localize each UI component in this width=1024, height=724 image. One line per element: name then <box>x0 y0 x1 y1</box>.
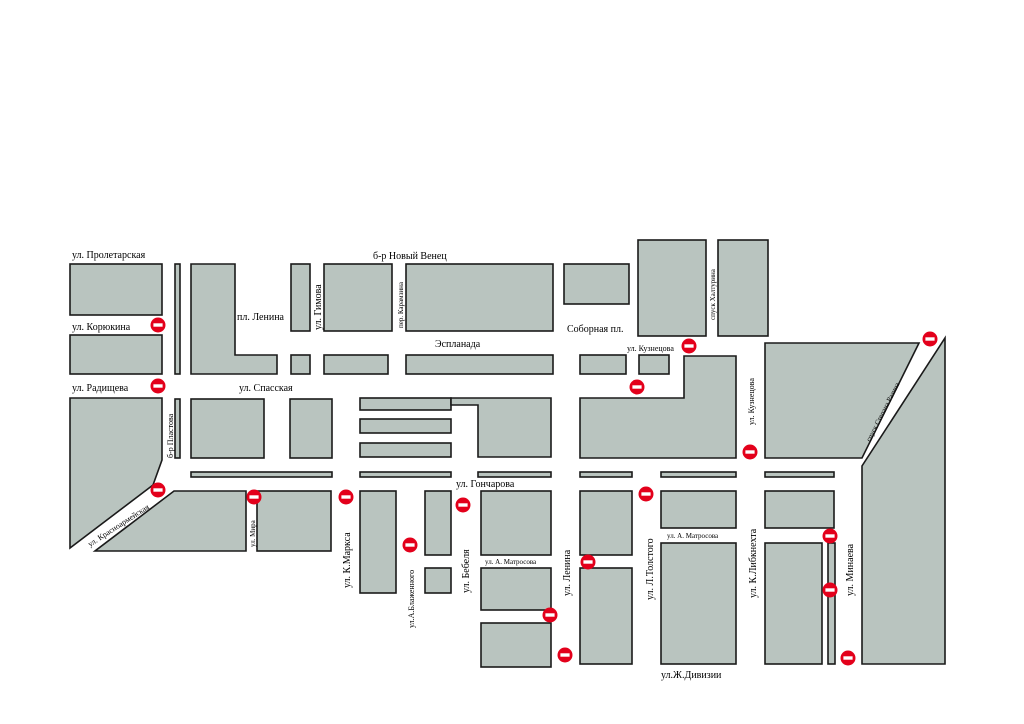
block <box>764 342 921 459</box>
block <box>637 239 707 337</box>
no-entry-sign-icon <box>742 444 758 460</box>
block <box>764 542 823 665</box>
block <box>638 354 670 375</box>
block <box>190 263 278 375</box>
street-label-kuznetsova-v: ул. Кузнецова <box>747 378 756 425</box>
block <box>323 354 389 375</box>
block <box>579 471 633 478</box>
block <box>660 490 737 529</box>
street-label-zh-divizii: ул.Ж.Дивизии <box>661 670 722 681</box>
block <box>764 490 835 529</box>
block <box>579 355 737 459</box>
block <box>359 490 397 594</box>
block <box>861 335 946 665</box>
no-entry-sign-icon <box>580 554 596 570</box>
street-label-novy-venets: б-р Новый Венец <box>373 251 447 262</box>
block <box>174 398 181 459</box>
block <box>190 471 333 478</box>
block <box>579 354 627 375</box>
no-entry-sign-icon <box>681 338 697 354</box>
block <box>174 263 181 375</box>
street-label-goncharova: ул. Гончарова <box>456 479 515 490</box>
street-label-spasskaya: ул. Спасская <box>239 383 293 394</box>
block <box>289 398 333 459</box>
street-label-sobornaya: Соборная пл. <box>567 324 624 335</box>
block <box>190 398 265 459</box>
street-label-pl-lenina: пл. Ленина <box>237 312 285 323</box>
no-entry-sign-icon <box>150 317 166 333</box>
block <box>69 263 163 316</box>
block <box>424 567 452 594</box>
block <box>450 397 552 458</box>
street-label-mira: ул. Мира <box>249 519 257 547</box>
street-label-l-tolstogo: ул. Л.Толстого <box>645 538 656 600</box>
no-entry-sign-icon <box>402 537 418 553</box>
block <box>92 490 247 552</box>
street-label-spusk-khalturina: спуск Халтурина <box>709 268 717 320</box>
no-entry-sign-icon <box>150 482 166 498</box>
block <box>323 263 393 332</box>
block <box>477 471 552 478</box>
block <box>69 397 163 550</box>
no-entry-sign-icon <box>542 607 558 623</box>
street-label-per-karamzina: пер. Карамзина <box>397 281 405 328</box>
block <box>660 542 737 665</box>
street-label-gimova: ул. Гимова <box>313 284 324 330</box>
block <box>359 397 452 411</box>
no-entry-sign-icon <box>629 379 645 395</box>
block <box>405 263 554 332</box>
block <box>290 354 311 375</box>
street-label-esplanada: Эспланада <box>435 339 481 350</box>
no-entry-sign-icon <box>822 582 838 598</box>
street-label-kuznetsova-h: ул. Кузнецова <box>627 344 674 353</box>
city-blocks <box>69 239 946 668</box>
block <box>827 542 836 665</box>
street-label-bebelya: ул. Бебеля <box>461 549 472 593</box>
block <box>359 471 452 478</box>
block <box>480 567 552 611</box>
street-label-liebknechta: ул. К.Либкнехта <box>748 528 759 598</box>
street-label-proletarskaya: ул. Пролетарская <box>72 250 146 261</box>
no-entry-sign-icon <box>455 497 471 513</box>
street-label-blazhennogo: ул.А.Блаженного <box>407 570 416 628</box>
block <box>405 354 554 375</box>
street-label-lenina: ул. Ленина <box>562 549 573 596</box>
no-entry-sign-icon <box>557 647 573 663</box>
block <box>717 239 769 337</box>
block <box>359 442 452 458</box>
block <box>579 567 633 665</box>
no-entry-sign-icon <box>922 331 938 347</box>
street-label-plastova: б-р Пластова <box>166 413 175 458</box>
block <box>563 263 630 305</box>
block <box>764 471 835 478</box>
block <box>256 490 332 552</box>
street-label-radishcheva: ул. Радищева <box>72 383 129 394</box>
street-label-matrosova-1: ул. А. Матросова <box>485 558 537 566</box>
street-label-matrosova-2: ул. А. Матросова <box>667 532 719 540</box>
no-entry-sign-icon <box>840 650 856 666</box>
block <box>290 263 311 332</box>
block <box>359 418 452 434</box>
no-entry-sign-icon <box>822 528 838 544</box>
no-entry-sign-icon <box>338 489 354 505</box>
block <box>69 334 163 375</box>
block <box>480 490 552 556</box>
block <box>480 622 552 668</box>
no-entry-sign-icon <box>638 486 654 502</box>
street-label-koryukina: ул. Корюкина <box>72 322 131 333</box>
street-label-minaeva: ул. Минаева <box>845 543 856 596</box>
block <box>579 490 633 556</box>
block <box>424 490 452 556</box>
no-entry-sign-icon <box>150 378 166 394</box>
block <box>660 471 737 478</box>
no-entry-sign-icon <box>246 489 262 505</box>
street-label-k-marksa: ул. К.Маркса <box>342 532 353 588</box>
